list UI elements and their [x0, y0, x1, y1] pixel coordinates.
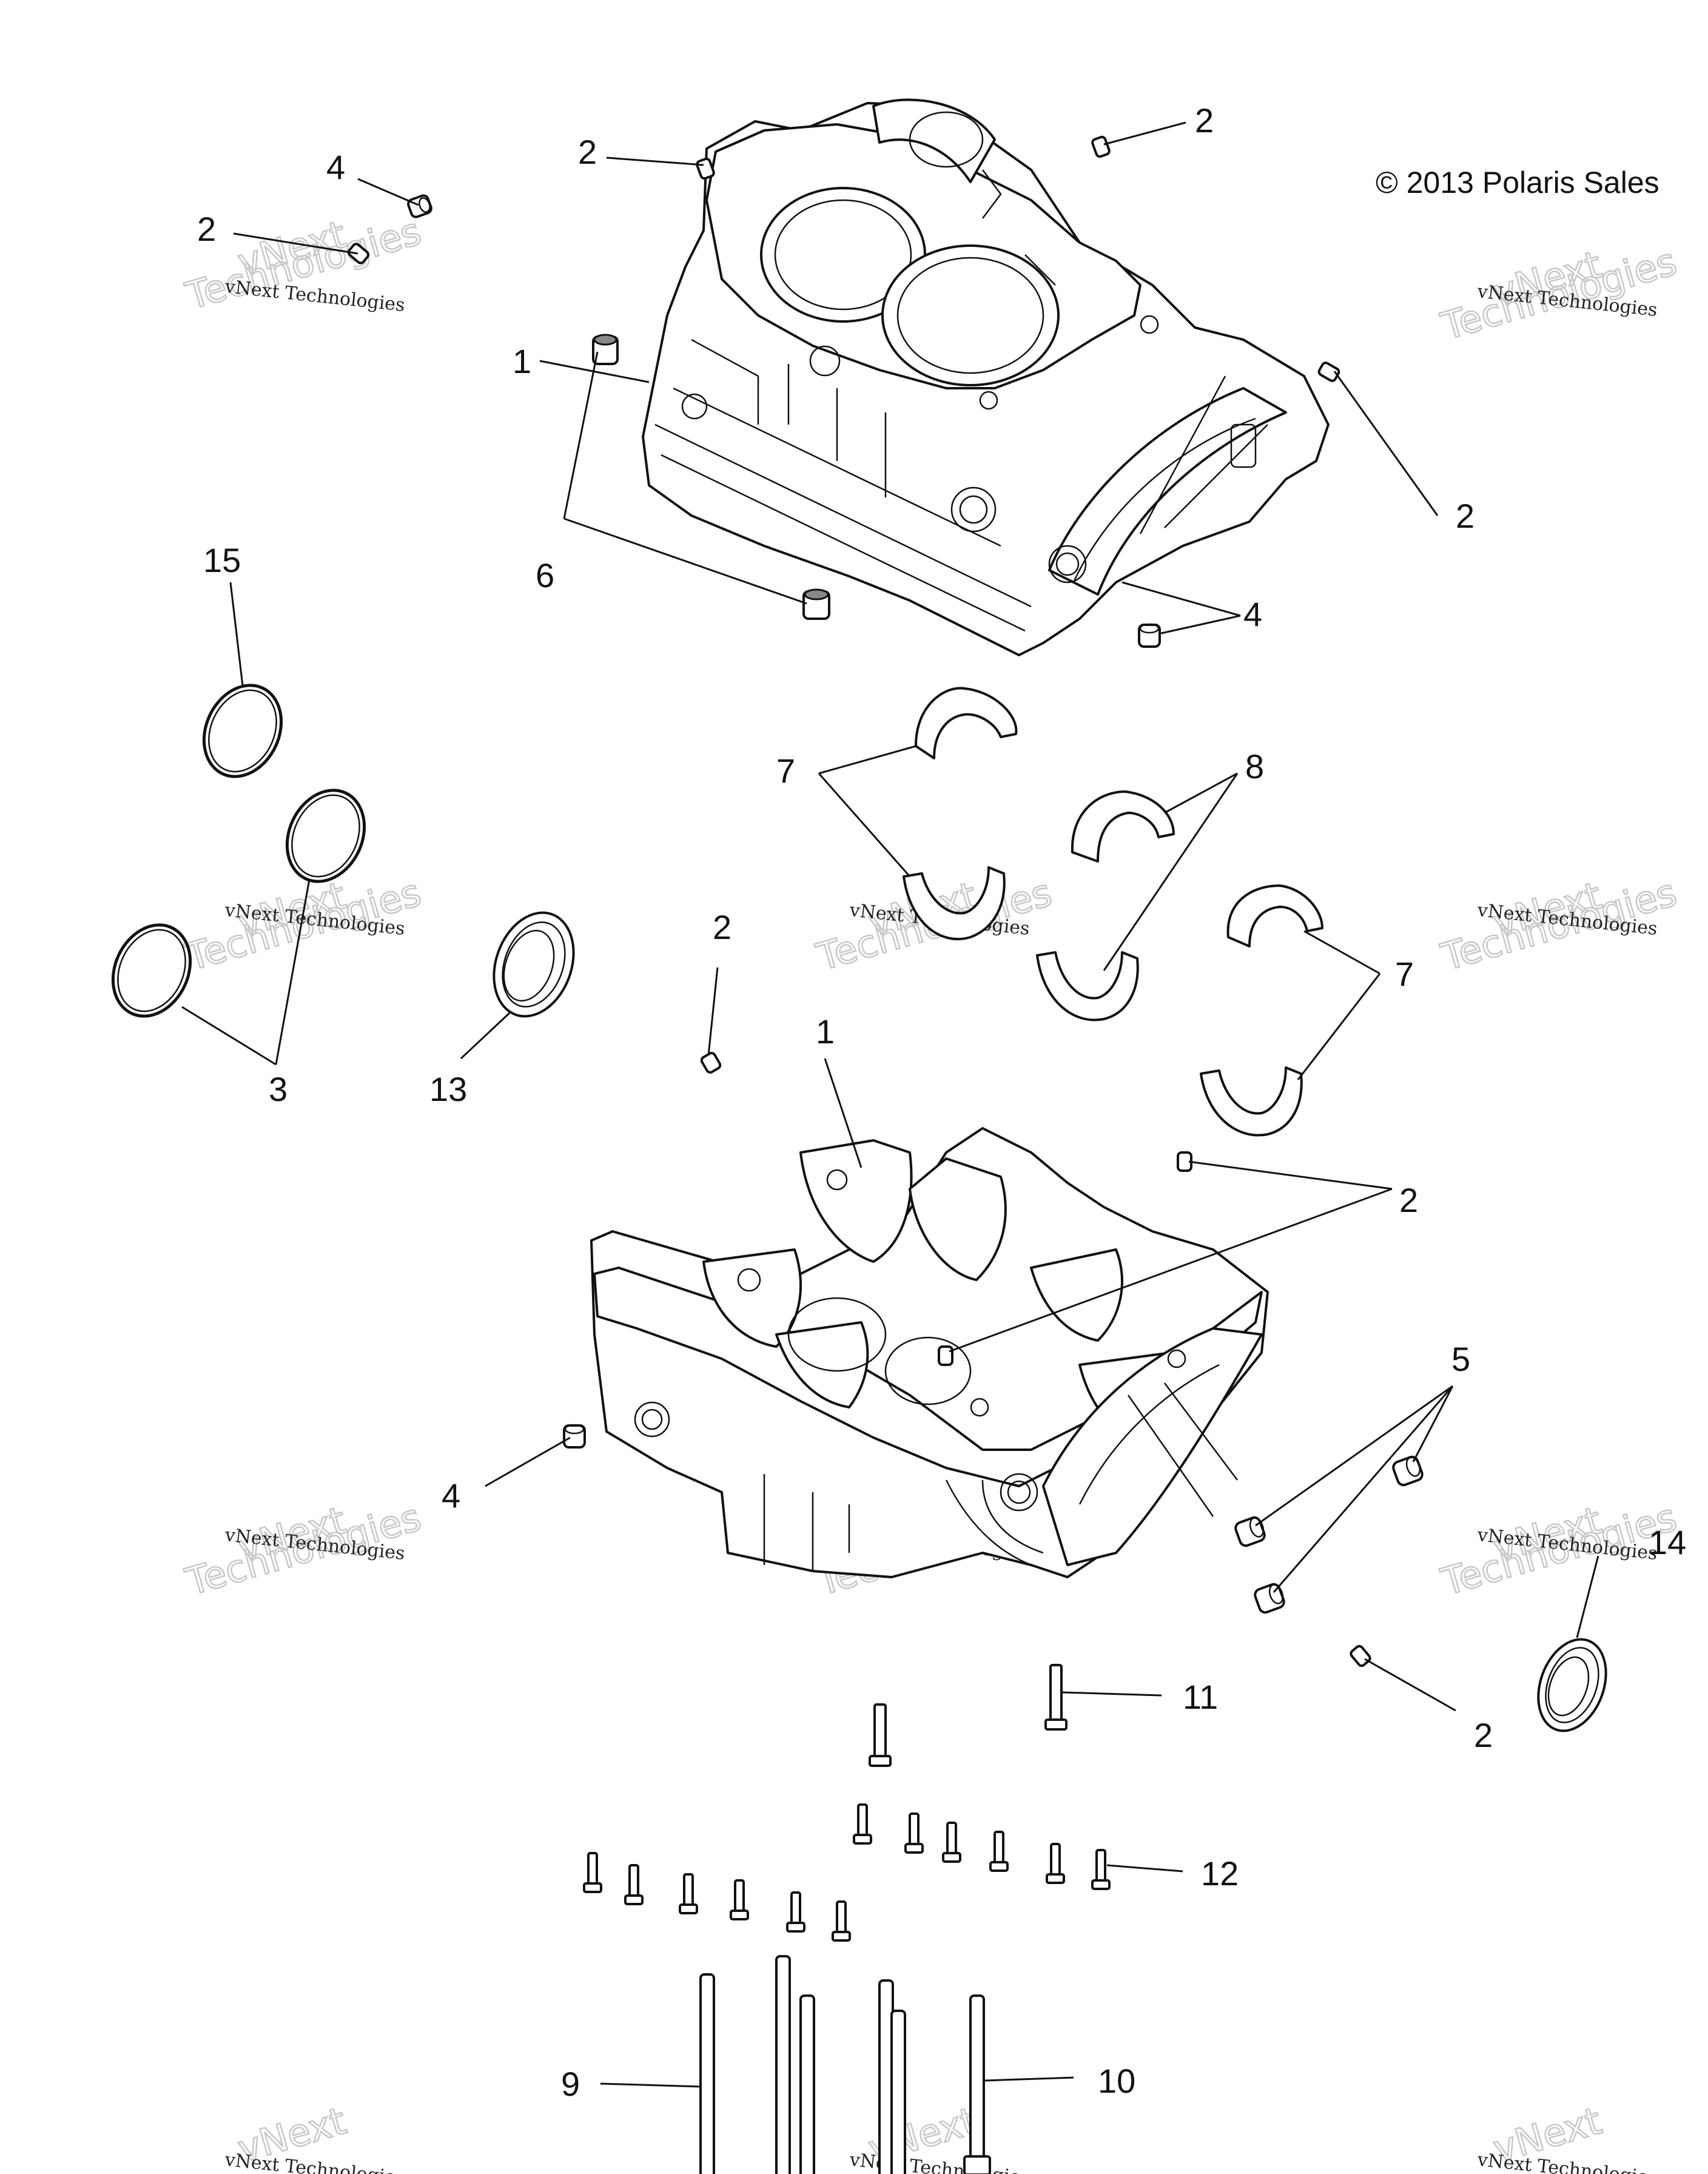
- callout-7: 7: [1395, 955, 1414, 993]
- callout-labels: 2 2 4 2 1 6 2 4 15 3 13 7 8 7 2 1 2 5 4 …: [197, 101, 1686, 2103]
- watermark-top-right: Technologies vNext vNext Technologies: [1436, 238, 1682, 349]
- bolt: [869, 1664, 1068, 1767]
- callout-14: 14: [1649, 1523, 1686, 1561]
- watermark-bottom-center: vNext vNext Technologies: [848, 2098, 1031, 2174]
- callout-6: 6: [536, 556, 554, 594]
- callout-2: 2: [1195, 101, 1214, 140]
- plug-bushing: [407, 194, 1161, 1449]
- callout-2: 2: [1474, 1716, 1493, 1754]
- callout-9: 9: [561, 2065, 580, 2103]
- callout-4: 4: [326, 148, 345, 186]
- plug: [592, 334, 830, 620]
- svg-text:vNext Technologies: vNext Technologies: [223, 2149, 406, 2174]
- callout-2: 2: [197, 210, 216, 248]
- watermark-mid-left: Technologies vNext vNext Technologies: [180, 869, 426, 980]
- thrust-bearing-shell: [1036, 790, 1175, 1021]
- callout-7: 7: [776, 752, 795, 790]
- watermark-lower-left: Technologies vNext vNext Technologies: [180, 1494, 426, 1605]
- watermark-mid-right: Technologies vNext vNext Technologies: [1436, 869, 1682, 980]
- callout-8: 8: [1245, 747, 1264, 786]
- callout-2: 2: [1399, 1181, 1418, 1219]
- callout-15: 15: [203, 541, 241, 579]
- callout-11: 11: [1183, 1678, 1218, 1716]
- callout-13: 13: [429, 1070, 467, 1108]
- callout-5: 5: [1451, 1340, 1470, 1378]
- copyright-text: © 2013 Polaris Sales: [1376, 166, 1659, 200]
- watermark-lower-right: Technologies vNext vNext Technologies: [1436, 1494, 1682, 1605]
- o-ring: [202, 684, 283, 778]
- callout-2: 2: [713, 908, 731, 946]
- flange-bolt: [583, 1803, 1111, 1942]
- svg-text:vNext Technologies: vNext Technologies: [1476, 2149, 1658, 2174]
- watermark-top-left: Technologies vNext vNext Technologies: [180, 208, 426, 319]
- oil-seal: [493, 911, 575, 1018]
- callout-1: 1: [513, 342, 531, 380]
- crankshaft-seal: [1537, 1638, 1607, 1732]
- leader-lines: [181, 121, 1599, 2088]
- callout-4: 4: [1243, 595, 1262, 633]
- callout-1: 1: [816, 1012, 835, 1051]
- bushing: [1234, 1455, 1424, 1614]
- main-bearing-shell: [903, 687, 1323, 1137]
- callout-2: 2: [578, 133, 597, 171]
- callout-10: 10: [1098, 2062, 1135, 2100]
- callout-4: 4: [442, 1476, 460, 1515]
- stud: [890, 1994, 991, 2174]
- watermark-bottom-right: vNext vNext Technologies: [1476, 2098, 1658, 2174]
- lower-crankcase: [590, 1127, 1269, 1578]
- callout-12: 12: [1201, 1854, 1239, 1893]
- seal-ring: [111, 789, 366, 1018]
- callout-2: 2: [1456, 497, 1474, 535]
- watermark-bottom-left: vNext vNext Technologies: [223, 2098, 406, 2174]
- callout-3: 3: [269, 1070, 287, 1108]
- dowel-pin: [347, 135, 1371, 1668]
- stud-long: [699, 1955, 894, 2174]
- upper-crankcase: [642, 98, 1330, 656]
